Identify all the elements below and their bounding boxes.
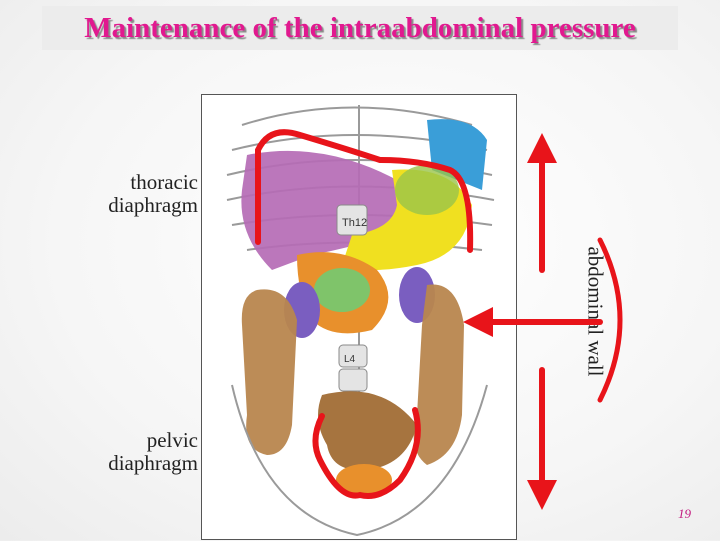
abdominal-wall-bracket: [600, 240, 620, 400]
page-number: 19: [678, 506, 691, 522]
thoracic-diaphragm-arc: [258, 132, 470, 250]
pelvic-diaphragm-arc: [315, 410, 417, 496]
